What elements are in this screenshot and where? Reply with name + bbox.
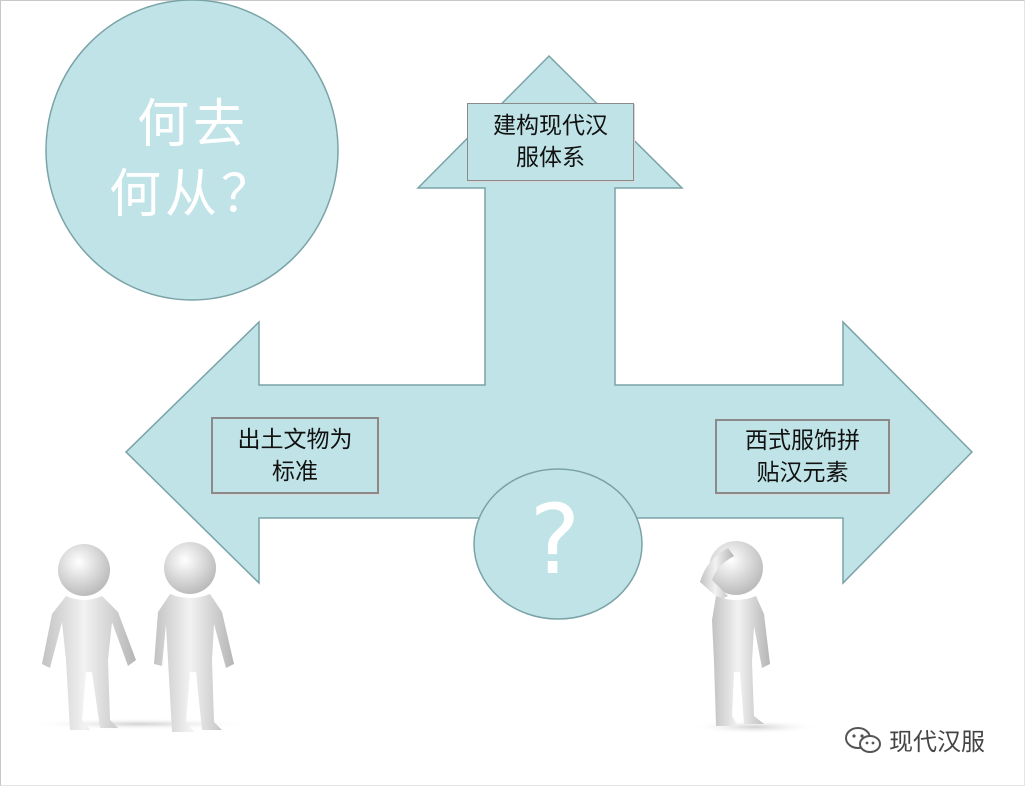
thinking-person-figure xyxy=(690,541,820,734)
option-right-line-2: 贴汉元素 xyxy=(756,459,849,486)
option-box-right: 西式服饰拼 贴汉元素 xyxy=(715,419,890,494)
option-box-top: 建构现代汉 服体系 xyxy=(467,103,634,181)
heading-circle xyxy=(45,0,339,301)
wechat-icon xyxy=(845,726,881,753)
question-mark: ? xyxy=(529,484,581,596)
heading-line-2: 何从？ xyxy=(108,165,277,225)
option-box-left: 出土文物为 标准 xyxy=(211,417,379,494)
watermark-text: 现代汉服 xyxy=(889,728,985,756)
option-top-line-2: 服体系 xyxy=(516,145,585,171)
standing-people-pair-figure xyxy=(25,542,255,732)
question-circle xyxy=(473,468,643,620)
option-left-line-1: 出土文物为 xyxy=(237,426,353,453)
option-top-line-1: 建构现代汉 xyxy=(493,113,608,139)
option-right-line-1: 西式服饰拼 xyxy=(745,427,860,454)
heading-circle-text: 何去 何从？ xyxy=(88,90,298,230)
heading-line-1: 何去 xyxy=(136,95,249,155)
option-left-line-2: 标准 xyxy=(272,458,318,485)
watermark: 现代汉服 xyxy=(843,722,985,757)
